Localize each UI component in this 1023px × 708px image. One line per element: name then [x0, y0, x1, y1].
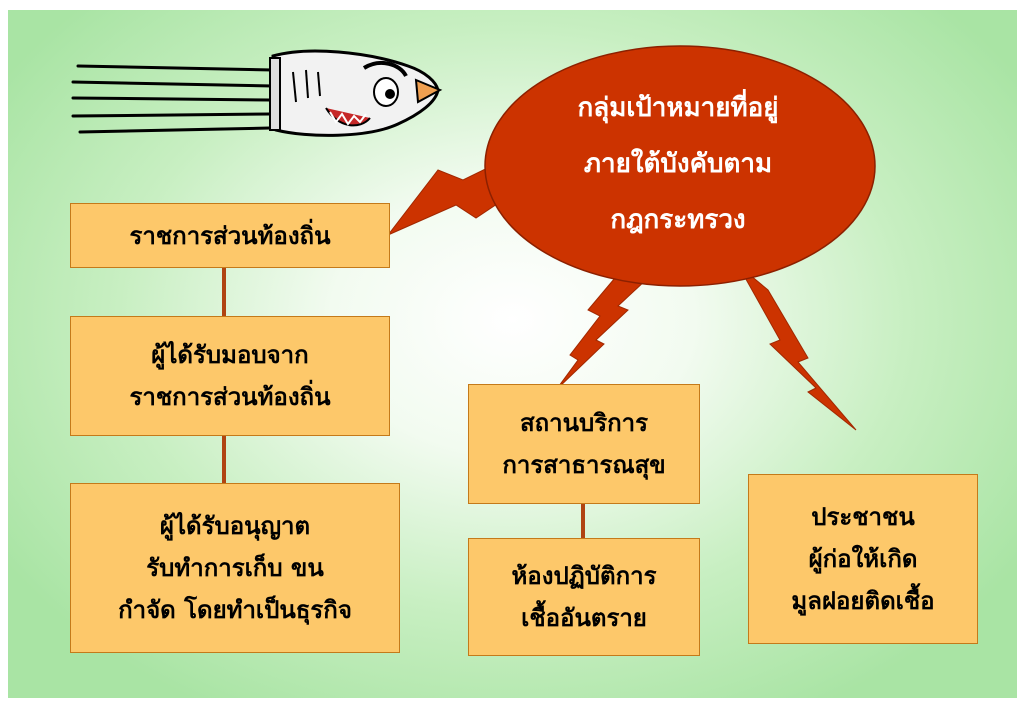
speed-line — [71, 112, 272, 118]
box-line: ห้องปฏิบัติการ — [511, 562, 657, 590]
lightning-bolt — [555, 271, 650, 391]
connector-line — [222, 433, 226, 483]
box-line: มูลฝอยติดเชื้อ — [791, 587, 935, 615]
box-health-facility: สถานบริการ การสาธารณสุข — [468, 384, 700, 504]
diagram-shapes — [71, 45, 876, 431]
speech-bubble — [484, 45, 876, 287]
box-laboratory: ห้องปฏิบัติการ เชื้ออันตราย — [468, 538, 700, 656]
box-public: ประชาชน ผู้ก่อให้เกิด มูลฝอยติดเชื้อ — [748, 474, 978, 644]
box-line: ผู้ก่อให้เกิด — [808, 545, 918, 573]
speed-line — [71, 96, 272, 102]
slide-canvas: กลุ่มเป้าหมายที่อยู่ ภายใต้บังคับตาม กฎก… — [8, 10, 1017, 698]
box-line: เชื้ออันตราย — [521, 604, 647, 632]
box-line: รับทำการเก็บ ขน — [146, 554, 324, 582]
box-licensed-operator: ผู้ได้รับอนุญาต รับทำการเก็บ ขน กำจัด โด… — [70, 483, 400, 653]
box-local-government: ราชการส่วนท้องถิ่น — [70, 203, 390, 268]
bubble-line: กฎกระทรวง — [610, 205, 746, 235]
speed-lines — [71, 64, 275, 134]
box-line: การสาธารณสุข — [502, 451, 666, 479]
box-line: ประชาชน — [811, 503, 915, 531]
speed-line — [71, 80, 275, 88]
bubble-text: กลุ่มเป้าหมายที่อยู่ ภายใต้บังคับตาม กฎก… — [508, 80, 848, 248]
box-line: ราชการส่วนท้องถิ่น — [129, 383, 331, 411]
box-line: กำจัด โดยทำเป็นธุรกิจ — [118, 596, 352, 624]
speed-line — [76, 64, 275, 72]
rocket-bird-icon — [269, 49, 443, 137]
box-line: สถานบริการ — [519, 409, 649, 437]
connector-line — [222, 266, 226, 318]
box-line: ราชการส่วนท้องถิ่น — [129, 221, 331, 250]
bubble-line: กลุ่มเป้าหมายที่อยู่ — [577, 93, 779, 123]
connector-line — [581, 502, 585, 538]
box-line: ผู้ได้รับอนุญาต — [159, 512, 311, 540]
lightning-bolt — [737, 264, 857, 431]
bubble-line: ภายใต้บังคับตาม — [583, 149, 773, 179]
speed-line — [78, 126, 272, 134]
box-line: ผู้ได้รับมอบจาก — [151, 341, 309, 369]
box-delegated: ผู้ได้รับมอบจาก ราชการส่วนท้องถิ่น — [70, 316, 390, 436]
